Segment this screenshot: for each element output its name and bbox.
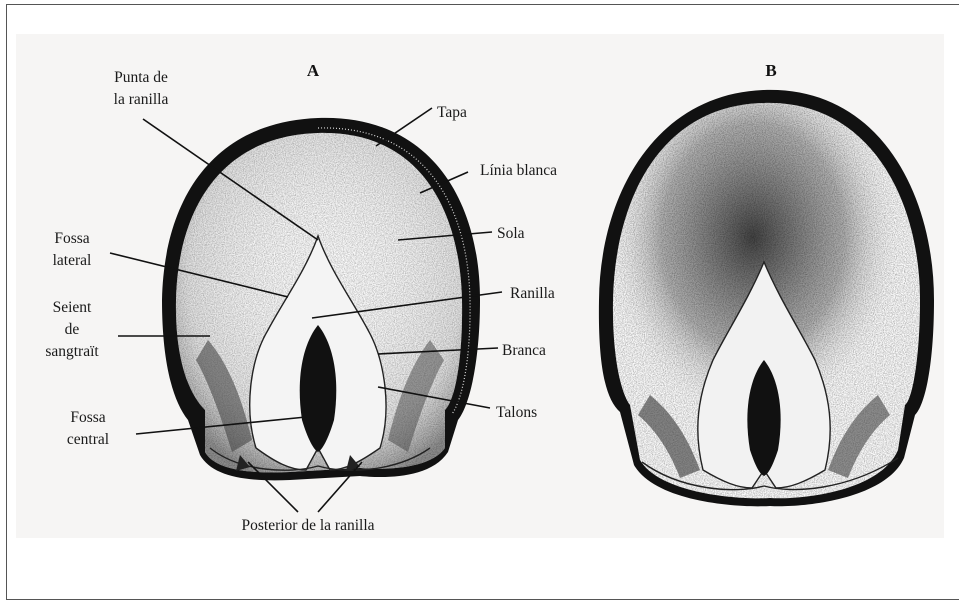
label-tapa: Tapa — [437, 104, 467, 121]
label-seient-line3: sangtraït — [45, 343, 99, 360]
label-sola: Sola — [497, 225, 525, 242]
label-linia-blanca: Línia blanca — [480, 162, 557, 179]
label-branca: Branca — [502, 342, 546, 359]
label-fossa-lateral-line1: Fossa — [54, 230, 89, 247]
label-punta-line1: Punta de — [114, 69, 168, 86]
label-seient-line2: de — [65, 321, 80, 338]
panel-label-a: A — [307, 61, 320, 80]
label-fossa-lateral-line2: lateral — [53, 252, 92, 269]
label-fossa-central-line1: Fossa — [70, 409, 105, 426]
label-punta-line2: la ranilla — [114, 91, 169, 108]
label-posterior: Posterior de la ranilla — [242, 517, 375, 534]
label-fossa-central-line2: central — [67, 431, 109, 448]
panel-label-b: B — [765, 61, 776, 80]
label-ranilla: Ranilla — [510, 285, 555, 302]
hoof-b — [599, 90, 940, 510]
label-talons: Talons — [496, 404, 537, 421]
label-seient-line1: Seient — [53, 299, 92, 316]
